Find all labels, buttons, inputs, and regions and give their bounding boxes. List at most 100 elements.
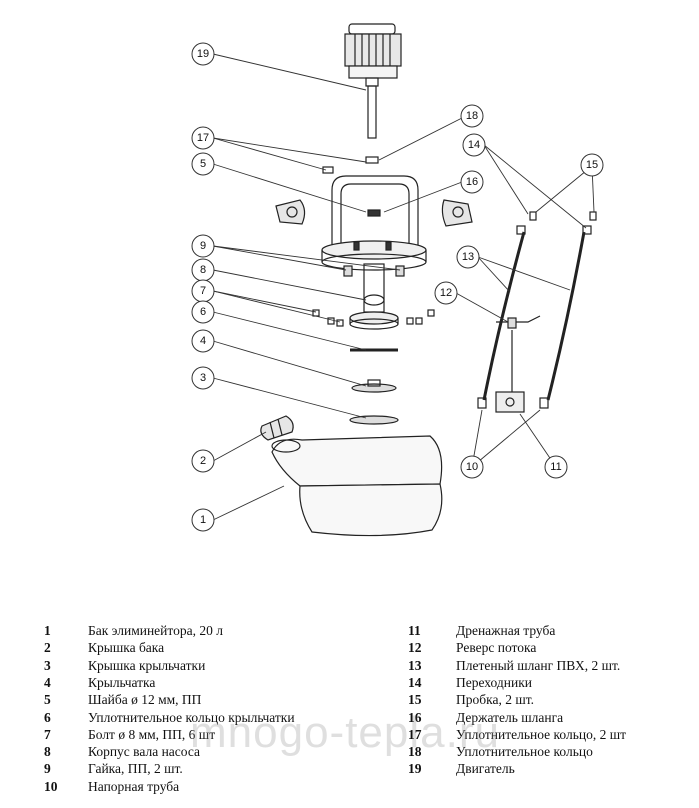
legend-label: Реверс потока	[456, 640, 537, 656]
callout-10: 10	[460, 455, 484, 479]
svg-text:9: 9	[200, 240, 206, 252]
legend-row: 3 Крышка крыльчатки	[0, 657, 699, 674]
svg-text:11: 11	[550, 461, 561, 473]
impeller-cover-part	[349, 415, 399, 425]
callout-5: 5	[191, 152, 215, 176]
legend-number: 2	[44, 640, 51, 656]
adapters-part	[516, 211, 597, 235]
svg-text:15: 15	[586, 159, 598, 171]
callout-16: 16	[460, 170, 484, 194]
legend-number: 3	[44, 657, 51, 673]
legend-row: 4 Крыльчатка	[0, 674, 699, 691]
callout-6: 6	[191, 300, 215, 324]
svg-text:2: 2	[200, 455, 206, 467]
legend-number: 7	[44, 726, 51, 742]
pipe-ends-part	[477, 397, 549, 409]
legend-number: 14	[408, 674, 422, 690]
legend-number: 4	[44, 674, 51, 690]
callouts: 19 18 17 5 16 14 15 9 8 7 6 13 12 4 3 2 …	[191, 42, 604, 532]
legend-number: 17	[408, 726, 422, 742]
svg-text:16: 16	[466, 176, 478, 188]
tank-part	[271, 435, 443, 537]
svg-text:18: 18	[466, 110, 478, 122]
legend-label: Корпус вала насоса	[88, 744, 201, 760]
legend-label: Крыльчатка	[88, 674, 156, 690]
legend-label: Напорная труба	[88, 778, 180, 794]
legend-row: 8 Корпус вала насоса	[0, 743, 699, 760]
legend-row: 13 Плетеный шланг ПВХ, 2 шт.	[0, 657, 699, 674]
legend-row: 15 Пробка, 2 шт.	[0, 691, 699, 708]
legend-label: Двигатель	[456, 761, 515, 777]
legend-number: 1	[44, 623, 51, 638]
legend-row: 10 Напорная труба	[0, 778, 699, 795]
legend-row: 5 Шайба ø 12 мм, ПП	[0, 691, 699, 708]
hoses-part	[482, 231, 586, 401]
svg-text:1: 1	[200, 514, 206, 526]
svg-text:8: 8	[200, 264, 206, 276]
callout-4: 4	[191, 329, 215, 353]
callout-12: 12	[434, 281, 458, 305]
callout-13: 13	[456, 245, 480, 269]
small-seal-part	[322, 166, 334, 174]
callout-2: 2	[191, 449, 215, 473]
callout-15: 15	[580, 153, 604, 177]
callout-9: 9	[191, 234, 215, 258]
legend-label: Бак элиминейтора, 20 л	[88, 623, 223, 638]
callout-7: 7	[191, 279, 215, 303]
legend-label: Пробка, 2 шт.	[456, 692, 534, 708]
svg-text:7: 7	[200, 285, 206, 297]
legend-row: 2 Крышка бака	[0, 639, 699, 656]
legend-number: 11	[408, 623, 421, 638]
legend-row: 7 Болт ø 8 мм, ПП, 6 шт	[0, 726, 699, 743]
legend-number: 8	[44, 744, 51, 760]
legend-label: Плетеный шланг ПВХ, 2 шт.	[456, 657, 621, 673]
side-clamp-part	[275, 199, 473, 227]
parts-legend: 1 Бак элиминейтора, 20 л 2 Крышка бака 3 Крыш…	[0, 622, 699, 808]
exploded-diagram: 19 18 17 5 16 14 15 9 8 7 6 13 12 4 3 2 …	[191, 23, 604, 537]
legend-label: Уплотнительное кольцо, 2 шт	[456, 726, 627, 742]
legend-number: 12	[408, 640, 422, 656]
svg-text:17: 17	[197, 132, 209, 144]
legend-label: Держатель шланга	[456, 709, 564, 725]
legend-row: 18 Уплотнительное кольцо	[0, 743, 699, 760]
legend-number: 16	[408, 709, 422, 725]
legend-row: 14 Переходники	[0, 674, 699, 691]
svg-text:4: 4	[200, 335, 206, 347]
legend-number: 15	[408, 692, 422, 708]
legend-label: Уплотнительное кольцо крыльчатки	[88, 709, 295, 725]
svg-text:12: 12	[440, 287, 452, 299]
callout-11: 11	[544, 455, 568, 479]
callout-18: 18	[460, 104, 484, 128]
legend-label: Гайка, ПП, 2 шт.	[88, 761, 183, 777]
svg-text:14: 14	[468, 139, 480, 151]
leader-lines	[212, 53, 595, 521]
svg-text:19: 19	[197, 48, 209, 60]
legend-label: Крышка бака	[88, 640, 165, 656]
legend-number: 5	[44, 692, 51, 708]
legend-row: 17 Уплотнительное кольцо, 2 шт	[0, 726, 699, 743]
legend-label: Шайба ø 12 мм, ПП	[88, 692, 202, 708]
legend-number: 18	[408, 744, 422, 760]
legend-row: 16 Держатель шланга	[0, 709, 699, 726]
bolts-part	[312, 309, 435, 327]
legend-label: Крышка крыльчатки	[88, 657, 206, 673]
legend-number: 10	[44, 778, 58, 794]
callout-1: 1	[191, 508, 215, 532]
motor-part	[344, 23, 402, 139]
flow-reverser-part	[495, 315, 541, 413]
legend-label: Переходники	[456, 674, 533, 690]
legend-label: Болт ø 8 мм, ПП, 6 шт	[88, 726, 216, 742]
callout-14: 14	[462, 133, 486, 157]
hose-holder-part	[321, 175, 427, 271]
callout-19: 19	[191, 42, 215, 66]
legend-row: 12 Реверс потока	[0, 639, 699, 656]
legend-label: Уплотнительное кольцо	[456, 744, 593, 760]
legend-number: 13	[408, 657, 422, 673]
callout-3: 3	[191, 366, 215, 390]
svg-text:6: 6	[200, 306, 206, 318]
impeller-part	[351, 379, 397, 393]
